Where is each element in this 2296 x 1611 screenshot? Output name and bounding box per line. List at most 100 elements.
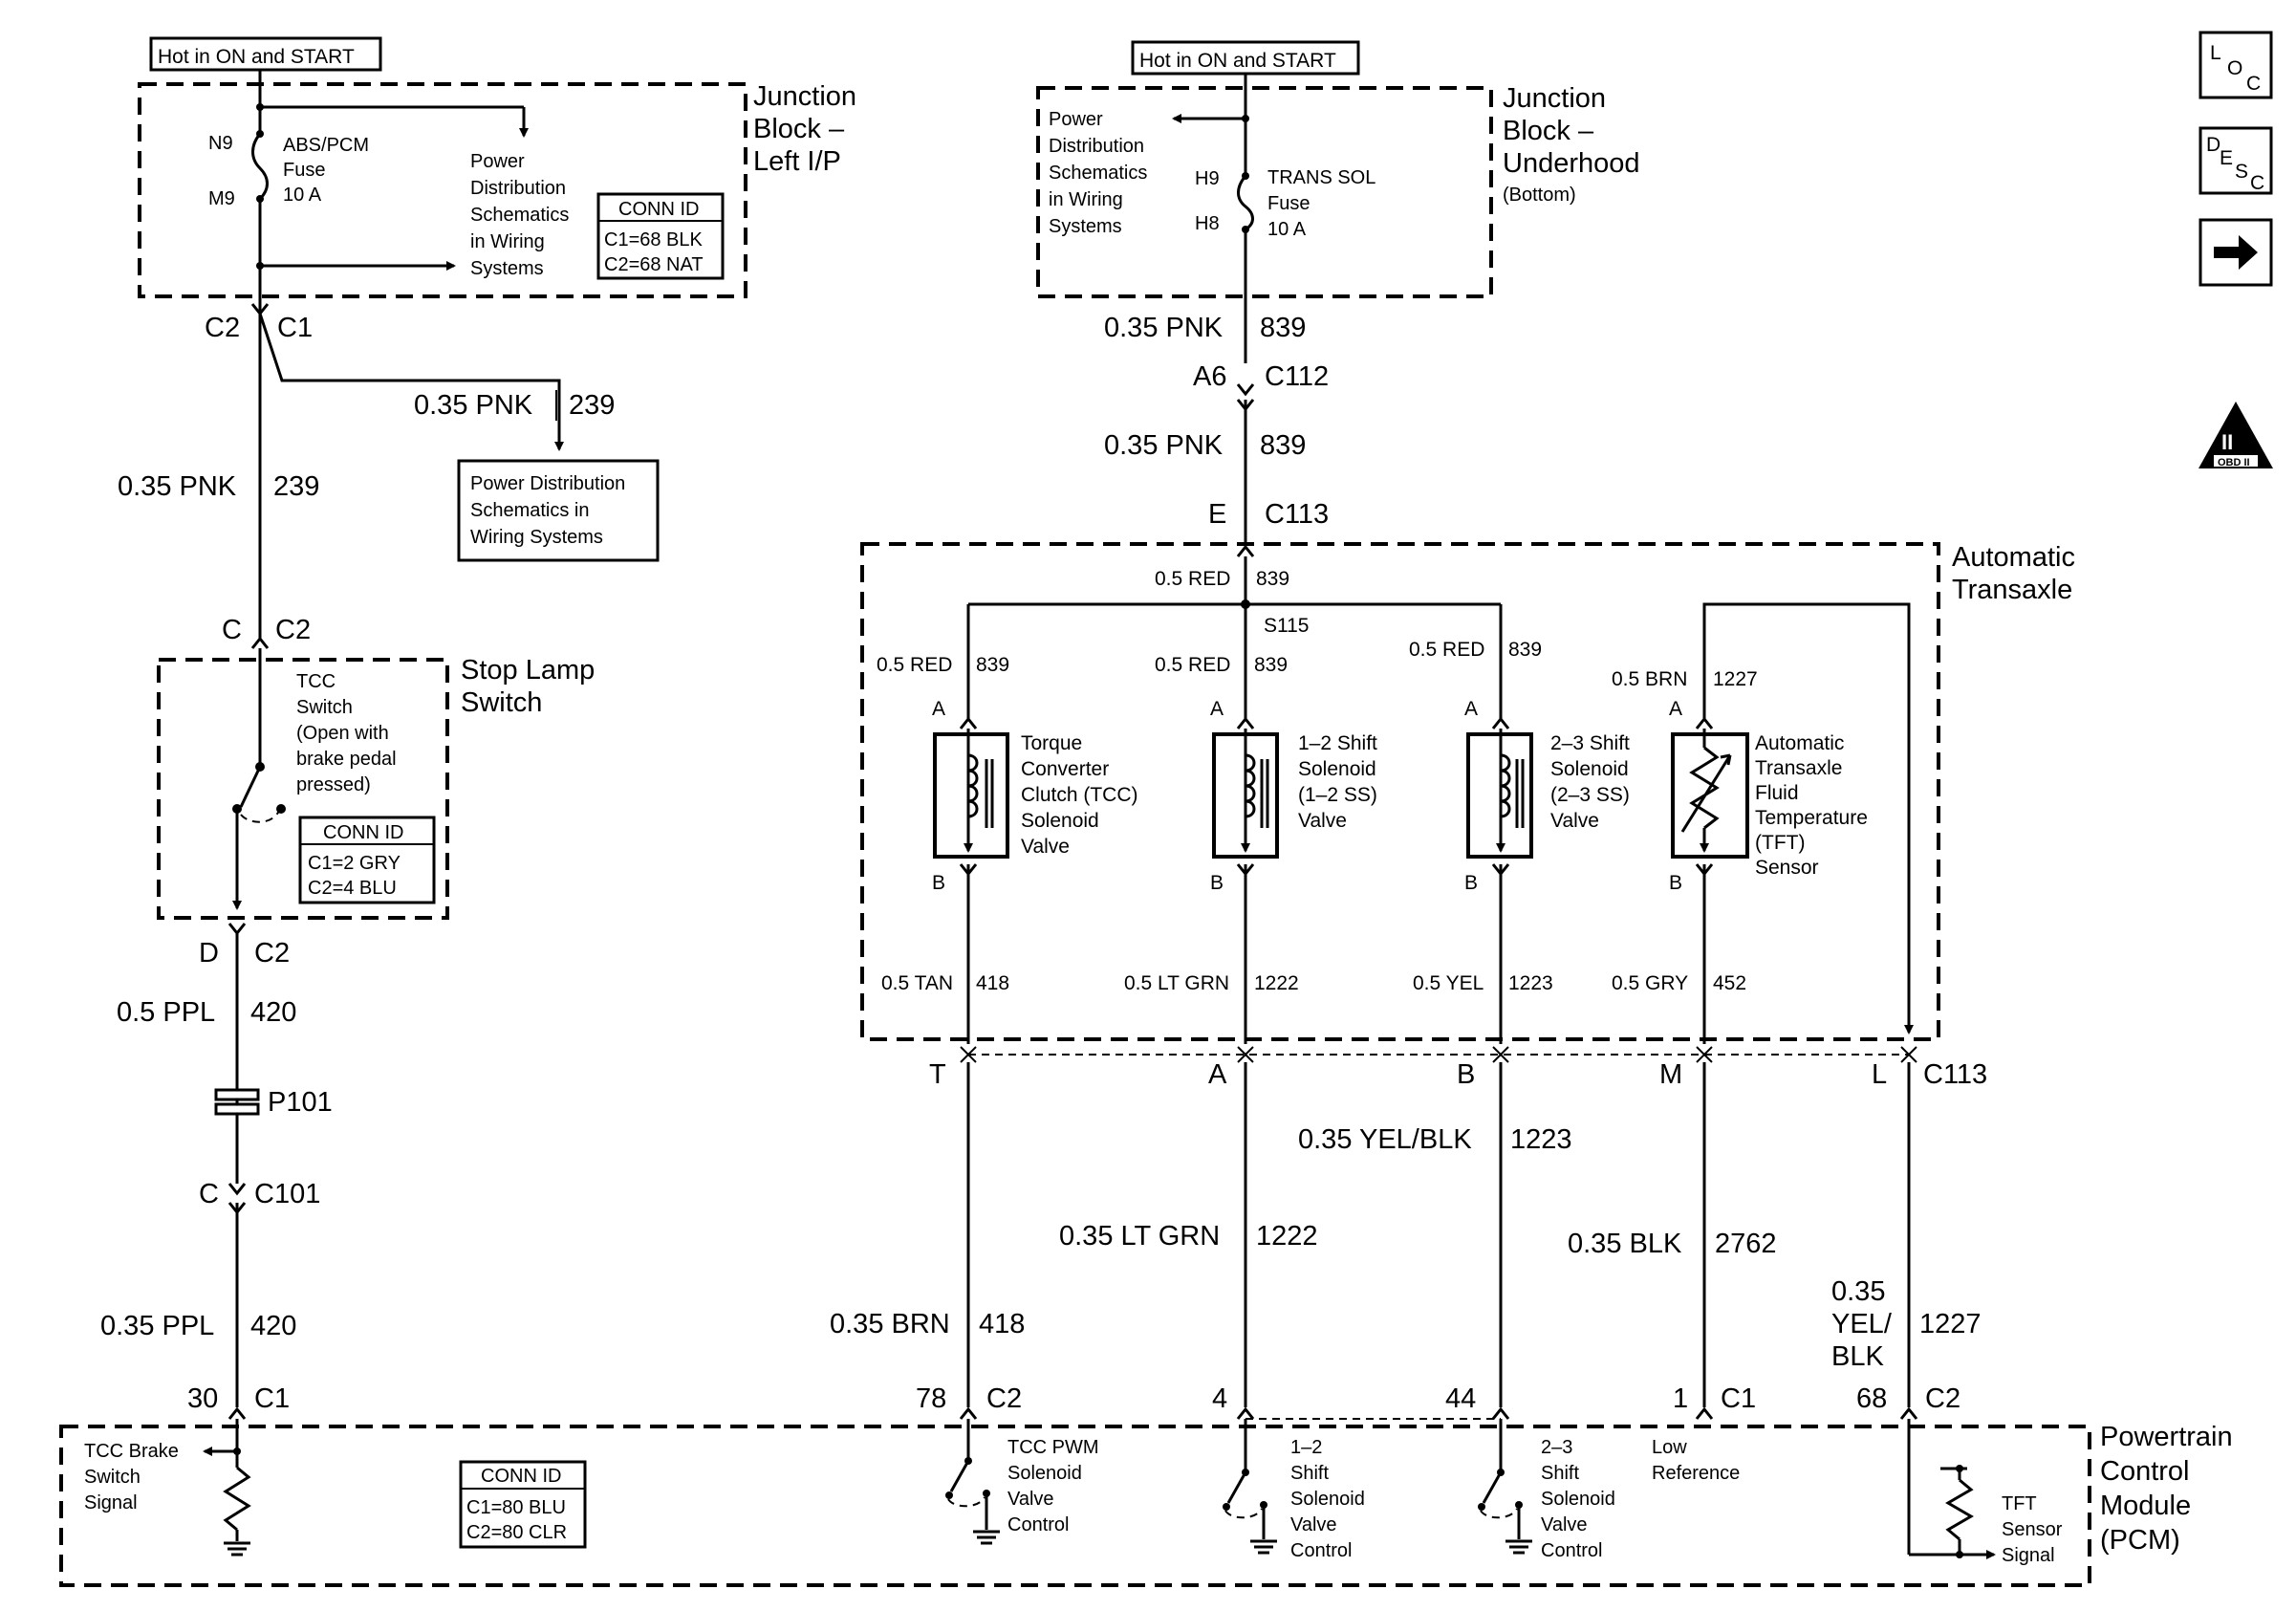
stop-lamp-conn-c2: C2=4 BLU — [308, 878, 397, 899]
automatic-transaxle: Automatic Transaxle 0.5 RED 839 S115 0.5… — [860, 542, 2075, 1044]
ss23-desc-2: Solenoid — [1550, 758, 1629, 780]
junction-block-underhood: Hot in ON and START Junction Block – Und… — [1036, 40, 1640, 557]
transaxle-top-gauge: 0.5 RED — [1155, 568, 1230, 590]
conn-id-c2: C2=68 NAT — [604, 254, 704, 275]
desc-button[interactable]: D E S C — [2199, 126, 2273, 195]
stop-lamp-conn-title: CONN ID — [323, 822, 403, 843]
tcc-pwm-label-1: TCC PWM — [1007, 1437, 1099, 1458]
junction-left-title-2: Block – — [753, 114, 845, 144]
pcm-conn-c1-b: C1 — [1721, 1383, 1756, 1414]
automatic-transaxle-outline — [860, 542, 1940, 1041]
pcm-outline — [59, 1425, 2091, 1587]
wire-420-gauge-2: 0.35 PPL — [100, 1311, 214, 1341]
c112-pin: A6 — [1193, 361, 1226, 392]
junction-block-left-outline — [138, 82, 747, 298]
tft-desc-1: Automatic — [1755, 732, 1844, 754]
ground-icon — [1250, 1539, 1277, 1555]
ground-icon — [973, 1530, 1000, 1545]
conn-label-c2: C2 — [205, 313, 240, 343]
splice-s115-label: S115 — [1264, 615, 1310, 637]
pcm-pin-30: 30 — [187, 1383, 218, 1414]
pd-ref-right-1: Power — [1049, 109, 1103, 130]
wire-239-main: 0.35 PNK 239 C C2 — [118, 314, 319, 649]
obd2-icon: II OBD II — [2199, 402, 2273, 468]
tcc-circuit-bot: 418 — [976, 972, 1009, 994]
loc-icon[interactable] — [2199, 31, 2273, 99]
pcm-conn-c2-a: C2 — [986, 1383, 1022, 1414]
pcm-pin-4: 4 — [1212, 1383, 1227, 1414]
junction-block-left: Hot in ON and START Junction Block – Lef… — [138, 36, 856, 298]
stop-lamp-conn-top-id: C2 — [275, 615, 311, 645]
hot-label-right: Hot in ON and START — [1139, 50, 1336, 72]
transaxle-top-circuit: 839 — [1256, 568, 1289, 590]
tft-desc-5: (TFT) — [1755, 832, 1805, 854]
tcc-brake-signal-circuit: TCC Brake Switch Signal — [84, 1419, 251, 1557]
tcc-pwm-label-3: Valve — [1007, 1489, 1054, 1510]
ss12-solenoid: 0.5 RED 839 A B 1–2 Shift Solenoid (1–2 … — [1124, 654, 1377, 1044]
ss23-pin-a: A — [1464, 698, 1478, 720]
svg-text:E: E — [2220, 147, 2233, 169]
wire-1222-gauge: 0.35 LT GRN — [1059, 1221, 1220, 1252]
ss12-driver-label-5: Control — [1290, 1540, 1352, 1561]
pullup-resistor-icon — [223, 1466, 251, 1532]
tcc-desc-4: Solenoid — [1021, 810, 1099, 832]
desc-icon[interactable] — [2199, 126, 2273, 195]
fuse-pin-h8: H8 — [1195, 213, 1220, 234]
next-button[interactable] — [2199, 218, 2273, 287]
pd-box-line2: Schematics in — [470, 500, 590, 521]
conn-id-c1: C1=68 BLK — [604, 229, 704, 250]
tft-desc-2: Transaxle — [1755, 757, 1842, 779]
tft-circuit-top: 1227 — [1713, 668, 1758, 690]
ss12-driver-label-4: Valve — [1290, 1514, 1337, 1535]
c113-pin-a: A — [1208, 1059, 1227, 1090]
abs-pcm-fuse-rating: 10 A — [283, 185, 322, 206]
ss23-driver-label-4: Valve — [1541, 1514, 1588, 1535]
pcm-feed-wires: 0.35 BRN 418 0.35 LT GRN 1222 0.35 YEL/B… — [830, 1062, 1982, 1420]
pd-ref-left-2: Distribution — [470, 178, 566, 199]
svg-text:S: S — [2235, 161, 2248, 183]
splice-p101-icon — [214, 1088, 260, 1101]
pcm-title-3: Module — [2100, 1491, 2191, 1521]
tft-pullup-resistor-icon — [1945, 1478, 1974, 1541]
c113-top-pin: E — [1208, 499, 1226, 530]
tft-desc-6: Sensor — [1755, 857, 1819, 879]
stop-lamp-conn-top-pin: C — [222, 615, 242, 645]
junction-left-title-3: Left I/P — [753, 146, 841, 177]
pcm-conn-c2: C2=80 CLR — [466, 1522, 567, 1543]
ss23-driver-label-3: Solenoid — [1541, 1489, 1615, 1510]
wire-1227-gauge-1: 0.35 — [1831, 1276, 1885, 1307]
tcc-gauge-top: 0.5 RED — [877, 654, 952, 676]
tcc-desc-1: Torque — [1021, 732, 1082, 754]
tft-sensor: 0.5 BRN 1227 A B Automatic Transaxle Flu… — [1612, 668, 1868, 1044]
trans-sol-fuse-name: TRANS SOL — [1267, 167, 1375, 188]
hot-label-left-box — [149, 36, 382, 72]
stop-lamp-title-1: Stop Lamp — [461, 655, 595, 686]
ss12-desc-4: Valve — [1298, 810, 1347, 832]
tft-sensor-icon — [1671, 732, 1749, 859]
tft-signal-label-1: TFT — [2002, 1493, 2037, 1514]
loc-button[interactable]: L O C — [2199, 31, 2273, 99]
ss12-circuit-top: 839 — [1254, 654, 1288, 676]
junction-block-underhood-outline — [1036, 86, 1493, 298]
trans-sol-fuse-label: Fuse — [1267, 193, 1310, 214]
power-distribution-ref-box — [457, 459, 660, 562]
wire-239-gauge: 0.35 PNK — [118, 471, 237, 502]
tcc-solenoid-icon — [933, 732, 1009, 859]
tcc-switch-desc-3: (Open with — [296, 723, 389, 744]
wire-420: D C2 0.5 PPL 420 P101 C C101 0.35 PPL 42… — [100, 923, 333, 1420]
tcc-circuit-top: 839 — [976, 654, 1009, 676]
pcm-title-4: (PCM) — [2100, 1525, 2180, 1556]
tft-circuit-bot: 452 — [1713, 972, 1746, 994]
ss12-desc-1: 1–2 Shift — [1298, 732, 1377, 754]
tcc-pin-a: A — [932, 698, 945, 720]
svg-text:OBD II: OBD II — [2218, 457, 2250, 468]
hot-label-left: Hot in ON and START — [158, 46, 355, 68]
pd-ref-left-3: Schematics — [470, 205, 569, 226]
stop-lamp-switch-outline — [157, 658, 449, 920]
wire-2762-circuit: 2762 — [1715, 1229, 1777, 1259]
tcc-switch-contact — [239, 766, 262, 808]
conn-id-stop-lamp — [298, 816, 436, 904]
tcc-brake-label-1: TCC Brake — [84, 1441, 179, 1462]
svg-text:D: D — [2206, 134, 2220, 156]
wire-1223-gauge: 0.35 YEL/BLK — [1298, 1124, 1472, 1155]
